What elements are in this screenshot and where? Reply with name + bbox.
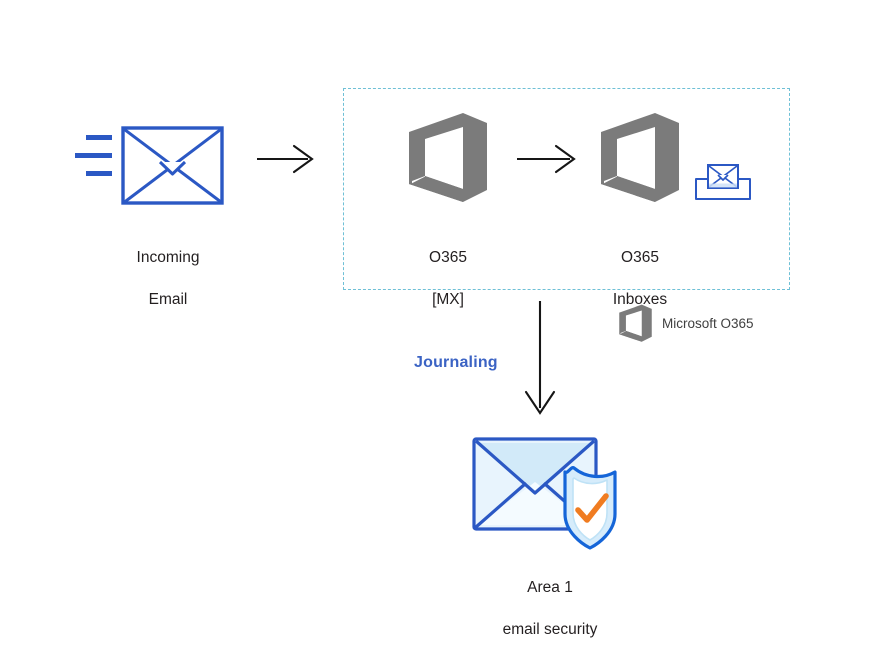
edge-mx-to-inboxes xyxy=(516,143,580,175)
inbox-envelope-flap-notch xyxy=(717,174,729,181)
node-area1-label-line1: Area 1 xyxy=(527,579,573,596)
area1-envelope-fold-left xyxy=(474,482,527,529)
node-o365-mx xyxy=(406,110,490,204)
node-area1-email-security xyxy=(470,434,630,552)
node-o365-mx-label-line1: O365 xyxy=(429,249,467,266)
microsoft-o365-region-box xyxy=(343,88,790,290)
office-logo-fold-edge xyxy=(604,176,617,184)
shield-inner xyxy=(572,477,608,541)
node-o365-inboxes-label-line1: O365 xyxy=(621,249,659,266)
office-logo-fold-edge xyxy=(620,330,626,334)
edge-journaling-label: Journaling xyxy=(414,354,498,371)
envelope-icon xyxy=(75,126,224,205)
inbox-envelope-shade xyxy=(709,183,737,188)
arrow-right-icon xyxy=(257,144,314,174)
node-incoming-email xyxy=(72,126,224,206)
motion-line-bottom xyxy=(86,171,112,176)
legend-microsoft-o365: Microsoft O365 xyxy=(618,303,754,343)
arrow-down-icon xyxy=(524,301,556,415)
node-incoming-email-label-line2: Email xyxy=(148,291,188,308)
inbox-tray-icon xyxy=(695,164,751,200)
check-icon xyxy=(575,493,609,523)
office-logo-fold xyxy=(601,176,655,202)
node-o365-mx-label: O365 [MX] xyxy=(388,226,508,331)
microsoft-office-icon xyxy=(619,304,652,342)
node-inbox-tray xyxy=(694,162,752,202)
legend-label: Microsoft O365 xyxy=(662,315,754,331)
area1-envelope-flap-line xyxy=(474,439,596,495)
office-logo-fold-edge xyxy=(412,176,425,184)
arrow-head xyxy=(554,144,576,174)
office-logo-fold xyxy=(619,330,642,342)
node-o365-inboxes-label-line2: Inboxes xyxy=(612,291,668,308)
office-logo-window xyxy=(425,127,463,189)
office-logo-window xyxy=(617,127,655,189)
microsoft-office-icon xyxy=(601,113,679,202)
arrow-right-icon xyxy=(517,144,576,174)
arrow-head xyxy=(524,390,556,415)
envelope-flap-notch xyxy=(158,160,187,176)
area1-envelope-flap-fill xyxy=(478,443,592,493)
node-o365-mx-label-line2: [MX] xyxy=(432,291,464,308)
node-area1-label-line2: email security xyxy=(502,621,598,638)
edge-incoming-to-mx xyxy=(256,143,318,175)
motion-line-middle xyxy=(75,153,112,158)
arrow-head xyxy=(292,144,314,174)
node-incoming-email-label-line1: Incoming xyxy=(136,249,200,266)
node-o365-inboxes-label: O365 Inboxes xyxy=(578,226,702,331)
office-logo-fold xyxy=(409,176,463,202)
node-incoming-email-label: Incoming Email xyxy=(92,226,244,331)
microsoft-office-icon xyxy=(409,113,487,202)
node-area1-label: Area 1 email security xyxy=(460,556,640,661)
motion-line-top xyxy=(86,135,112,140)
secure-email-shield-icon xyxy=(472,437,617,550)
edge-inboxes-to-area1 xyxy=(522,300,558,420)
office-logo-window xyxy=(625,310,642,337)
node-o365-inboxes xyxy=(598,110,682,204)
